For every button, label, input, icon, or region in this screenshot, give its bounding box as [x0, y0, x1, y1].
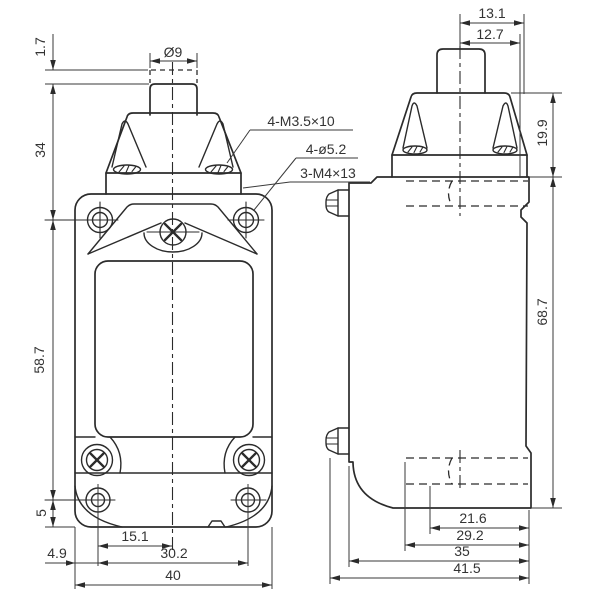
dim-hole-to-center: 15.1: [121, 528, 148, 544]
side-head-rib-left: [402, 102, 428, 149]
front-bottom-notch: [207, 520, 226, 528]
front-head-screw-right: [204, 164, 234, 175]
front-view: [44, 62, 273, 550]
side-dimensions: 13.1 12.7 19.9 68.7 21.6 29.2: [329, 5, 562, 584]
side-head-screw-right: [492, 145, 518, 155]
front-dimensions: Ø9 1.7 34 58.7 5 15.1: [31, 34, 273, 589]
dim-side-head-height: 19.9: [534, 119, 550, 146]
front-cover-window: [94, 260, 254, 438]
front-screw-bracket-left: [109, 436, 122, 474]
dim-plunger-diameter: Ø9: [164, 44, 183, 60]
front-head: [105, 112, 242, 174]
front-plunger-ghost: [149, 69, 198, 83]
dim-overtravel: 1.7: [32, 37, 48, 57]
side-head: [391, 92, 528, 156]
side-plunger: [436, 48, 486, 94]
side-head-screw-left: [402, 145, 428, 155]
side-view: [325, 14, 532, 509]
front-mounting-hole-bottom-left: [44, 487, 116, 513]
dim-overall-depth: 41.5: [453, 560, 480, 576]
callout-head-screws: 4-M3.5×10: [226, 113, 353, 164]
side-head-rib-right: [492, 102, 518, 149]
side-cover-screw-bottom: [325, 427, 350, 455]
callouts: 4-M3.5×10 4-ø5.2 3-M4×13: [226, 113, 370, 211]
front-head-screw-left: [112, 164, 142, 175]
front-foot-fillet-right: [225, 485, 273, 528]
dim-depth-c: 35: [454, 543, 470, 559]
dim-body-height: 58.7: [31, 346, 47, 373]
dim-overall-width: 40: [165, 567, 181, 583]
side-body-outline: [348, 176, 532, 509]
dim-hole-spacing: 30.2: [160, 545, 187, 561]
front-cover-screw-left: [80, 443, 114, 477]
dim-head-height: 34: [32, 142, 48, 158]
front-cover-screw-right: [232, 443, 266, 477]
dim-center-to-back: 12.7: [476, 26, 503, 42]
dim-center-to-back-outer: 13.1: [478, 5, 505, 21]
callout-head-screws-label: 4-M3.5×10: [267, 113, 335, 129]
front-screw-bracket-right: [223, 436, 236, 474]
front-mounting-hole-top-right: [227, 201, 265, 239]
front-head-rib-right: [198, 120, 234, 168]
front-plunger: [149, 83, 198, 116]
callout-cover-screws-label: 3-M4×13: [300, 165, 356, 181]
front-center-screw: [143, 218, 203, 253]
callout-mounting-holes-label: 4-ø5.2: [306, 141, 347, 157]
side-cover-screw-top: [325, 189, 350, 217]
dim-depth-a: 21.6: [459, 510, 486, 526]
front-mounting-hole-top-left: [44, 201, 119, 239]
front-head-rib-left: [111, 120, 147, 168]
front-top-plate: [87, 203, 258, 255]
dim-depth-b: 29.2: [456, 527, 483, 543]
front-foot-fillet-left: [74, 485, 123, 528]
side-hidden-hole-top: [406, 180, 528, 207]
front-body-outline: [74, 193, 273, 528]
dim-foot-height: 5: [33, 509, 49, 517]
dim-side-body-height: 68.7: [534, 298, 550, 325]
callout-cover-screws: 3-M4×13: [242, 165, 370, 189]
side-hidden-hole-bottom: [406, 457, 528, 485]
dim-edge-to-hole: 4.9: [47, 545, 67, 561]
